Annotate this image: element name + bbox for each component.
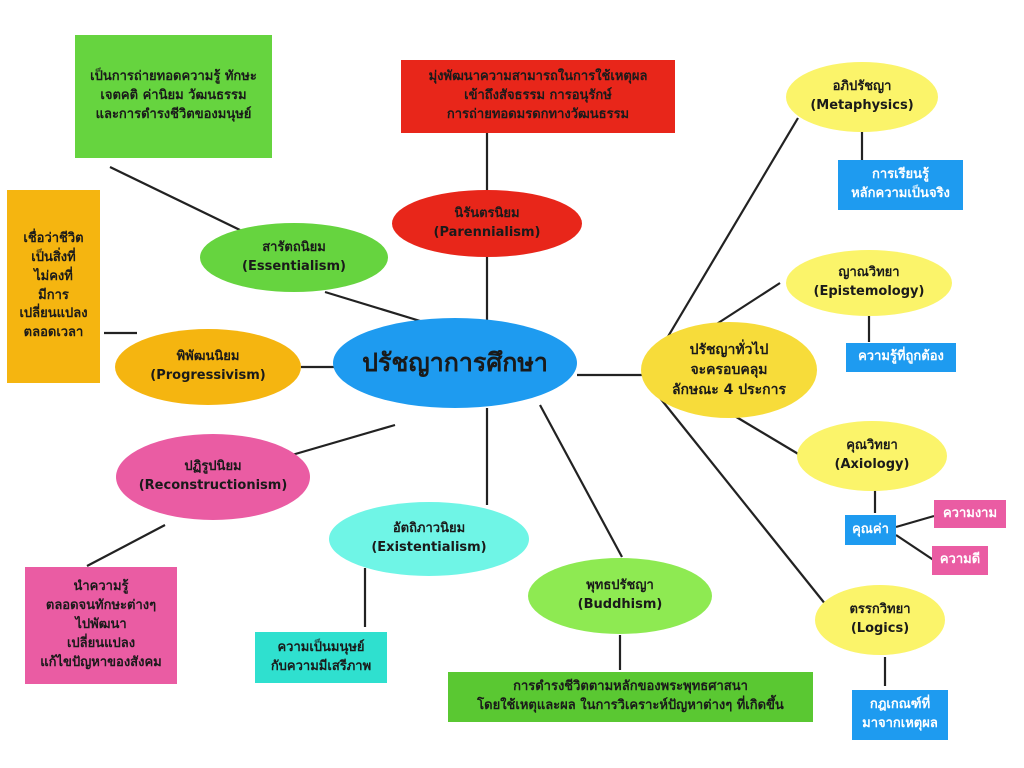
connector xyxy=(284,423,396,459)
node-label-line: จะครอบคลุม xyxy=(690,361,768,378)
note-line: เจตคติ ค่านิยม วัฒนธรรม xyxy=(100,88,247,104)
connector xyxy=(659,117,799,351)
value-beauty: ความงาม xyxy=(934,500,1006,528)
note-line: ตลอดจนทักษะต่างๆ xyxy=(45,598,157,614)
note-line: เปลี่ยนแปลง xyxy=(19,306,88,322)
note-line: เข้าถึงสัจธรรม การอนุรักษ์ xyxy=(464,88,612,104)
note-line: เปลี่ยนแปลง xyxy=(66,635,136,651)
essentialism-note: เป็นการถ่ายทอดความรู้ ทักษะ เจตคติ ค่านิ… xyxy=(75,35,272,158)
note-line: ไม่คงที่ xyxy=(34,268,73,284)
connector xyxy=(895,514,935,529)
node-th-label: นิรันตรนิยม xyxy=(454,205,520,221)
note-line: ความงาม xyxy=(942,505,998,521)
node-th-label: ญาณวิทยา xyxy=(838,265,900,281)
note-line: หลักความเป็นจริง xyxy=(851,186,950,201)
note-line: การดำรงชีวิตตามหลักของพระพุทธศาสนา xyxy=(513,679,748,695)
node-th-label: อัตถิภาวนิยม xyxy=(392,521,466,537)
note-line: แก้ไขปัญหาของสังคม xyxy=(40,654,162,670)
note-line: ความดี xyxy=(939,552,981,568)
note-line: ความเป็นมนุษย์ xyxy=(277,639,365,655)
note-line: มาจากเหตุผล xyxy=(862,716,938,731)
note-line: ความรู้ที่ถูกต้อง xyxy=(858,349,944,365)
connector xyxy=(895,534,936,562)
node-th-label: ตรรกวิทยา xyxy=(849,602,911,618)
node-th-label: อภิปรัชญา xyxy=(832,79,892,95)
connector xyxy=(732,414,806,459)
epistemology-node: ญาณวิทยา (Epistemology) xyxy=(786,250,952,316)
reconstructionism-note: นำความรู้ ตลอดจนทักษะต่างๆ ไปพัฒนา เปลี่… xyxy=(25,567,177,684)
progressivism-note: เชื่อว่าชีวิต เป็นสิ่งที่ ไม่คงที่ มีการ… xyxy=(7,190,100,383)
value-goodness: ความดี xyxy=(932,546,988,575)
note-line: เชื่อว่าชีวิต xyxy=(23,230,84,246)
note-line: โดยใช้เหตุและผล ในการวิเคราะห์ปัญหาต่างๆ… xyxy=(477,698,784,713)
node-th-label: ปฏิรูปนิยม xyxy=(184,459,242,475)
node-en-label: (Reconstructionism) xyxy=(138,478,288,493)
connector xyxy=(539,404,623,558)
note-line: เป็นการถ่ายทอดความรู้ ทักษะ xyxy=(90,69,257,85)
node-en-label: (Essentialism) xyxy=(242,258,346,274)
connector xyxy=(109,166,241,231)
reconstructionism-node: ปฏิรูปนิยม (Reconstructionism) xyxy=(116,434,310,520)
note-line: มีการ xyxy=(38,287,69,303)
connector xyxy=(711,282,781,328)
note-line: คุณค่า xyxy=(852,521,889,537)
logics-note: กฎเกณฑ์ที่ มาจากเหตุผล xyxy=(852,690,948,740)
note-line: มุ่งพัฒนาความสามารถในการใช้เหตุผล xyxy=(428,69,648,85)
node-label-line: ลักษณะ 4 ประการ xyxy=(671,382,787,399)
metaphysics-note: การเรียนรู้ หลักความเป็นจริง xyxy=(838,160,963,210)
node-th-label: พุทธปรัชญา xyxy=(586,578,654,594)
node-th-label: คุณวิทยา xyxy=(846,438,898,454)
node-en-label: (Existentialism) xyxy=(371,540,487,555)
axiology-node: คุณวิทยา (Axiology) xyxy=(797,421,947,491)
note-line: ตลอดเวลา xyxy=(23,325,84,341)
center-label: ปรัชญาการศึกษา xyxy=(362,347,548,377)
node-en-label: (Parennialism) xyxy=(433,224,541,240)
buddhism-node: พุทธปรัชญา (Buddhism) xyxy=(528,558,712,634)
node-label-line: ปรัชญาทั่วไป xyxy=(689,341,769,358)
connector xyxy=(651,387,827,606)
node-en-label: (Metaphysics) xyxy=(810,98,914,113)
progressivism-node: พิพัฒนนิยม (Progressivism) xyxy=(115,329,301,405)
perennialism-note: มุ่งพัฒนาความสามารถในการใช้เหตุผล เข้าถึ… xyxy=(401,60,675,133)
general-philosophy-node: ปรัชญาทั่วไป จะครอบคลุม ลักษณะ 4 ประการ xyxy=(641,322,817,418)
note-line: กับความมีเสรีภาพ xyxy=(270,658,372,674)
metaphysics-node: อภิปรัชญา (Metaphysics) xyxy=(786,62,938,132)
node-th-label: พิพัฒนนิยม xyxy=(176,349,240,365)
buddhism-note: การดำรงชีวิตตามหลักของพระพุทธศาสนา โดยใช… xyxy=(448,672,813,722)
note-line: กฎเกณฑ์ที่ xyxy=(869,697,931,713)
connector xyxy=(324,290,431,326)
note-line: การถ่ายทอดมรดกทางวัฒนธรรม xyxy=(446,106,630,122)
axiology-note: คุณค่า xyxy=(845,515,896,545)
node-en-label: (Axiology) xyxy=(834,457,910,472)
essentialism-node: สารัตถนิยม (Essentialism) xyxy=(200,223,388,292)
node-en-label: (Progressivism) xyxy=(150,368,266,383)
node-en-label: (Logics) xyxy=(850,621,910,636)
existentialism-note: ความเป็นมนุษย์ กับความมีเสรีภาพ xyxy=(255,632,387,683)
note-line: การเรียนรู้ xyxy=(871,167,930,183)
connector xyxy=(86,524,166,567)
note-line: และการดำรงชีวิตของมนุษย์ xyxy=(95,106,252,122)
logics-node: ตรรกวิทยา (Logics) xyxy=(815,585,945,655)
note-line: ไปพัฒนา xyxy=(75,617,127,633)
epistemology-note: ความรู้ที่ถูกต้อง xyxy=(846,343,956,372)
note-line: เป็นสิ่งที่ xyxy=(31,249,76,265)
node-en-label: (Epistemology) xyxy=(813,284,925,299)
perennialism-node: นิรันตรนิยม (Parennialism) xyxy=(392,190,582,257)
existentialism-node: อัตถิภาวนิยม (Existentialism) xyxy=(329,502,529,576)
center-node: ปรัชญาการศึกษา xyxy=(333,318,577,408)
node-en-label: (Buddhism) xyxy=(577,597,663,612)
node-th-label: สารัตถนิยม xyxy=(262,239,326,255)
note-line: นำความรู้ xyxy=(73,579,129,595)
